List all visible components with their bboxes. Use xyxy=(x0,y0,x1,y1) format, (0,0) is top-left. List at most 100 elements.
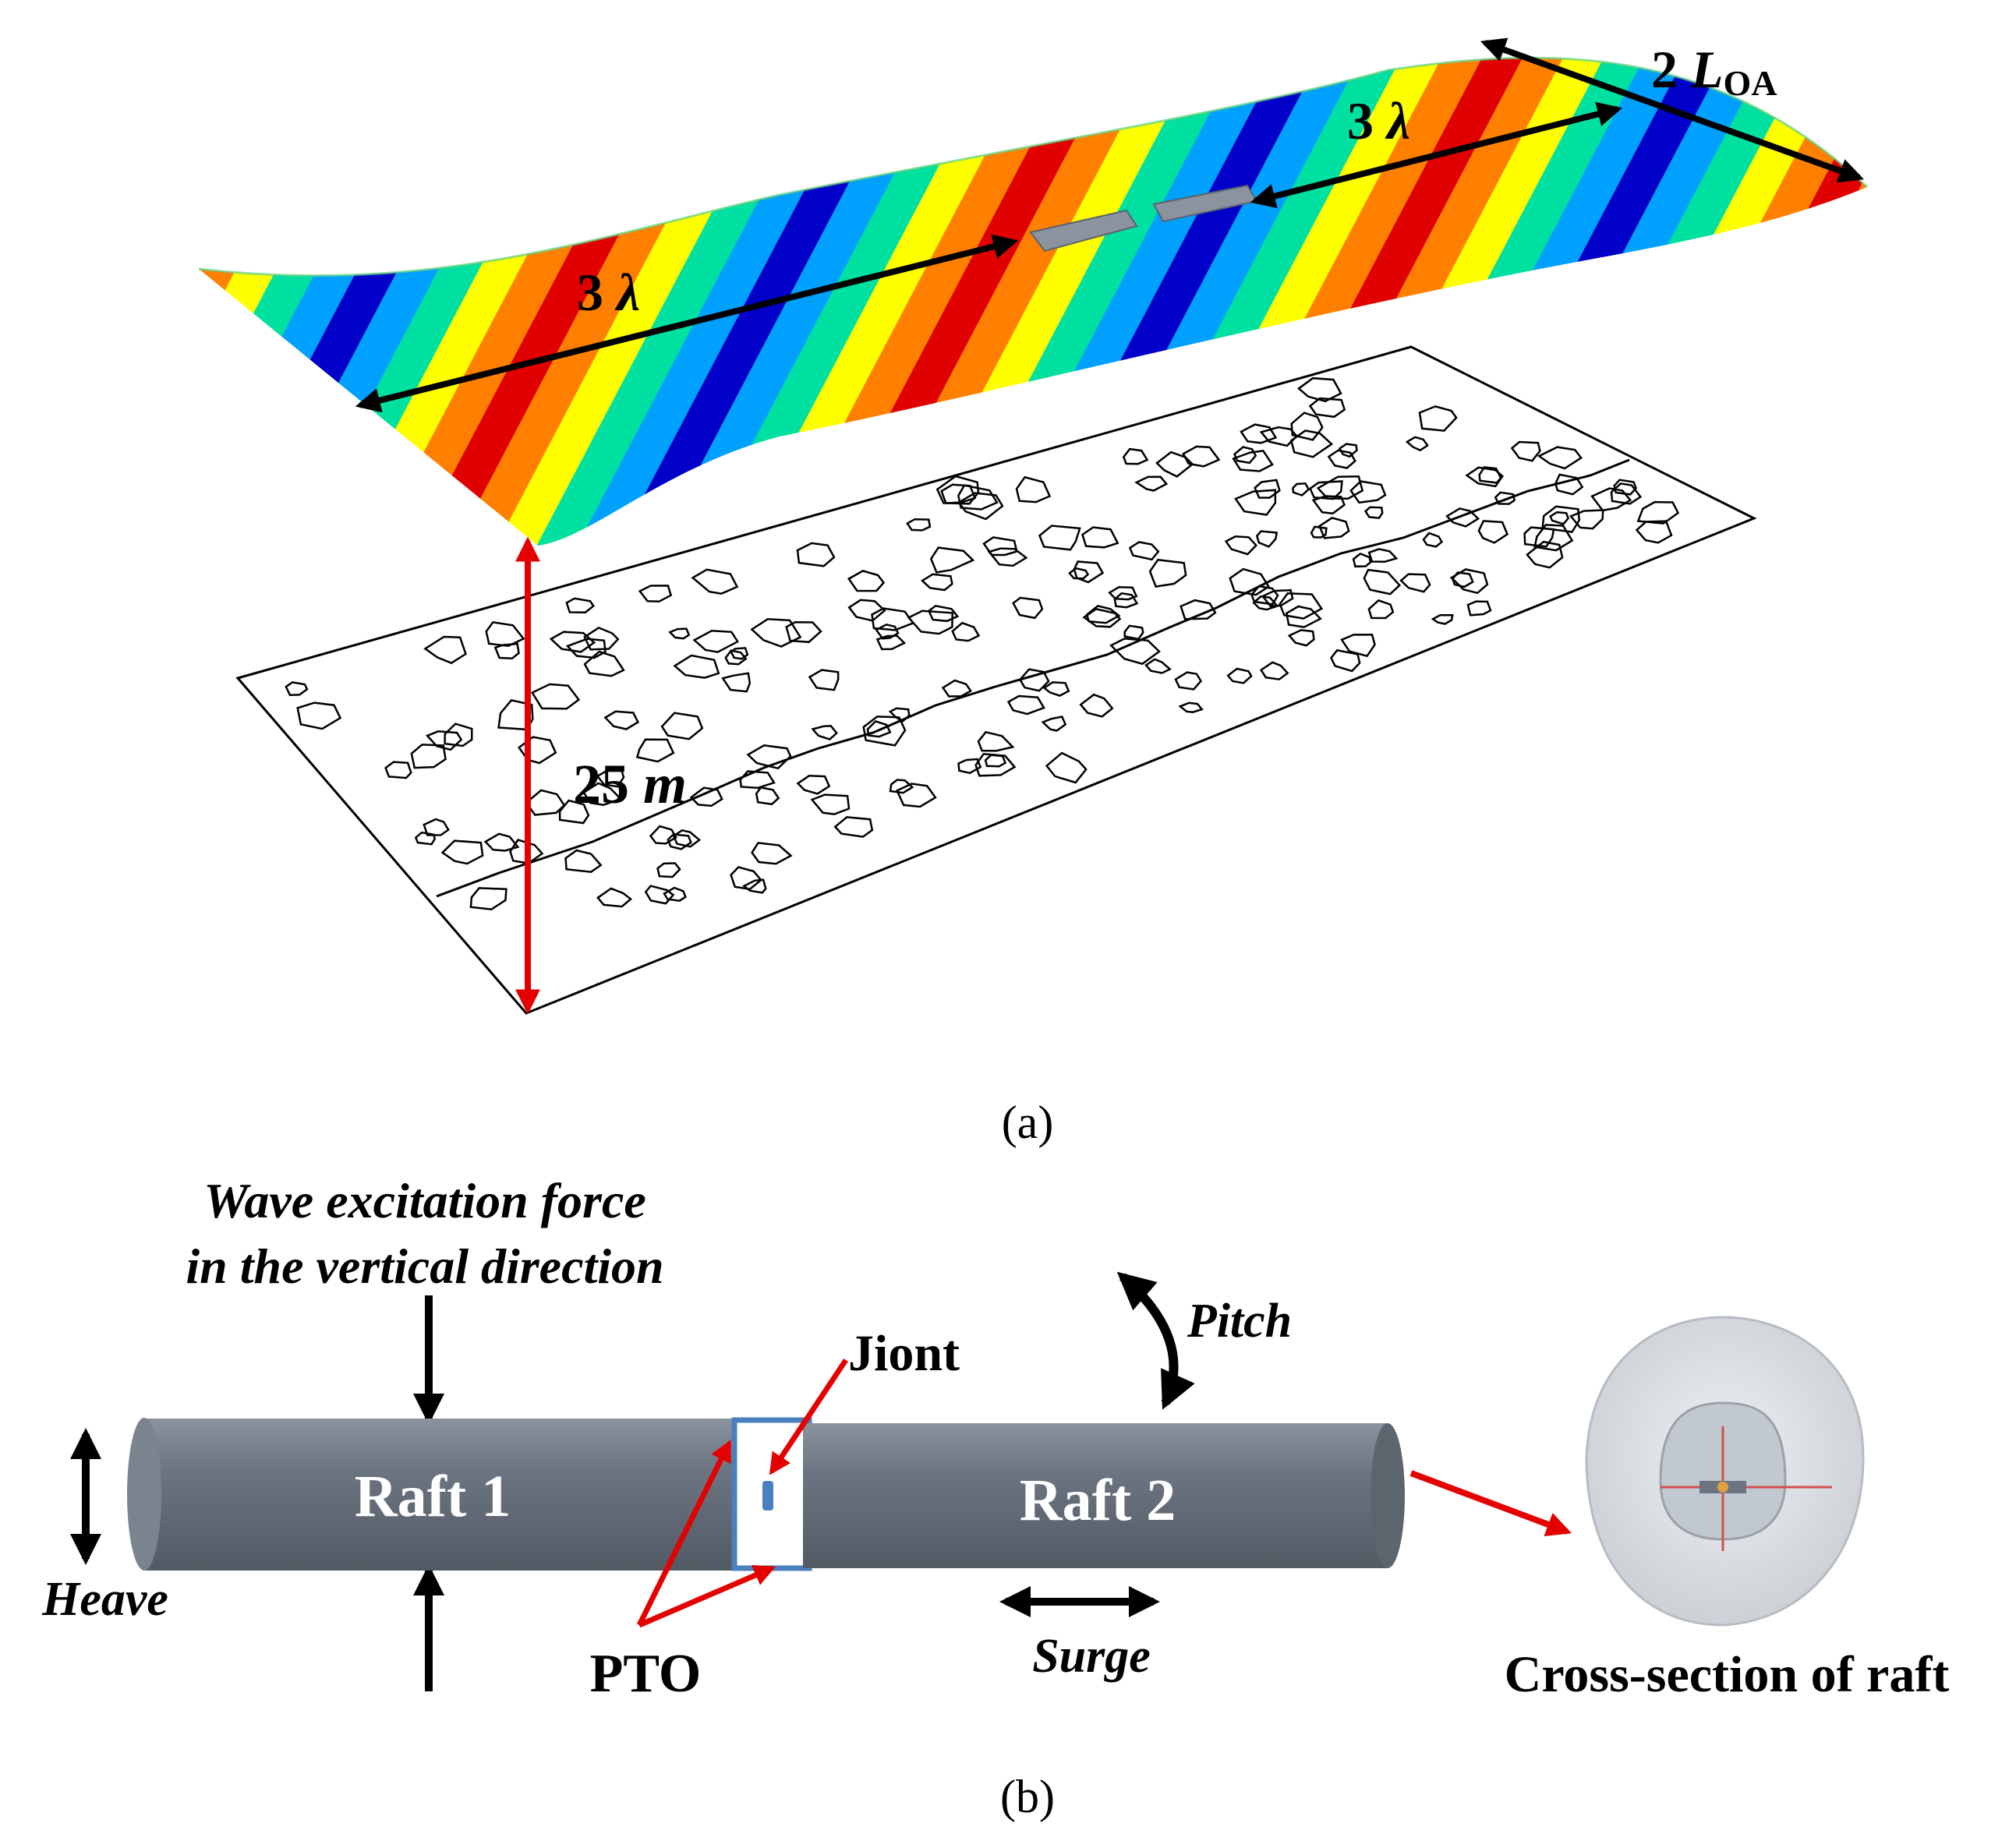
raft-1-body xyxy=(144,1419,737,1571)
seabed-rock xyxy=(875,634,907,651)
seabed-rock xyxy=(1079,693,1114,718)
joint-pin xyxy=(762,1481,773,1511)
dim-label-3lambda-upstream: 3 λ xyxy=(577,263,640,322)
seabed-rock xyxy=(1045,751,1088,784)
seabed-rock xyxy=(1526,540,1564,569)
seabed-rock xyxy=(1309,480,1343,500)
seabed-rock xyxy=(1465,466,1504,488)
seabed-rock xyxy=(750,618,802,648)
seabed-rock xyxy=(896,783,937,808)
seabed-rock xyxy=(1478,466,1502,484)
seabed-rock xyxy=(1422,532,1444,548)
seabed-rock xyxy=(1399,573,1431,593)
seabed-rock xyxy=(1226,667,1253,684)
seabed-rock xyxy=(1636,500,1680,525)
seabed-rock xyxy=(635,738,675,763)
seabed-rock xyxy=(1252,595,1279,611)
seabed-rock xyxy=(660,712,704,740)
seabed-rock xyxy=(673,654,720,679)
seabed-rock xyxy=(469,887,508,910)
seabed-rock xyxy=(583,626,620,651)
cross-section-center xyxy=(1717,1482,1728,1493)
seabed-rock xyxy=(672,829,702,848)
seabed-rock xyxy=(871,607,915,631)
seabed-rock xyxy=(1523,526,1555,548)
seabed-rock xyxy=(721,672,752,693)
seabed-rock xyxy=(1451,571,1474,588)
seabed-rock xyxy=(1330,648,1361,673)
seabed-rock xyxy=(1292,482,1310,496)
seabed-rock xyxy=(1635,520,1673,544)
raft-3d-body-1 xyxy=(1029,209,1138,253)
seabed-rock xyxy=(1569,509,1604,530)
seabed-rock xyxy=(808,669,840,691)
pitch-arrow xyxy=(1116,1271,1195,1410)
raft-1-label: Raft 1 xyxy=(355,1464,511,1529)
seabed-rock xyxy=(1289,429,1334,458)
seabed-rock xyxy=(1367,599,1395,620)
seabed-rock xyxy=(862,716,907,747)
seabed-rock xyxy=(957,758,982,775)
seabed-channel xyxy=(436,458,1630,898)
seabed-rock xyxy=(296,701,342,730)
seabed-rock xyxy=(1042,681,1070,697)
seabed-rock xyxy=(644,885,675,905)
seabed-rock xyxy=(796,775,831,795)
seabed-rock xyxy=(796,542,836,567)
seabed-rock xyxy=(384,761,412,779)
seabed-rock xyxy=(1229,567,1271,596)
seabed-rock xyxy=(1431,613,1454,625)
raft-1-end-cap xyxy=(127,1418,161,1571)
caption-a: (a) xyxy=(1002,1097,1054,1148)
seabed-rock xyxy=(565,597,595,613)
force-label-line2: in the vertical direction xyxy=(186,1238,663,1294)
seabed-rock xyxy=(582,782,623,806)
seabed-rock xyxy=(638,585,673,603)
seabed-rock xyxy=(1073,560,1105,584)
pto-label: PTO xyxy=(590,1644,702,1704)
seabed-rock xyxy=(656,862,681,878)
seabed-rock xyxy=(1310,525,1328,539)
seabed-rock xyxy=(663,886,687,903)
seabed-rock xyxy=(1155,451,1194,478)
seabed-rock xyxy=(1477,520,1509,544)
seabed-rock xyxy=(811,725,839,741)
panel-a: 2 LOA 3 λ 3 λ 25 m (a) xyxy=(0,0,1869,1148)
seabed-rock xyxy=(1015,475,1052,504)
panel-b: Wave excitation force in the vertical di… xyxy=(41,1173,1949,1822)
seabed-rock xyxy=(596,887,633,908)
seabed-rock xyxy=(1418,405,1458,432)
force-label-line1: Wave excitation force xyxy=(203,1173,646,1228)
seabed-rock xyxy=(603,710,640,730)
seabed-rock xyxy=(1041,716,1067,732)
seabed-rock xyxy=(1537,446,1583,470)
seabed-rock xyxy=(1349,480,1387,504)
seabed-rock xyxy=(667,833,692,850)
raft-1: Raft 1 xyxy=(127,1418,737,1571)
seabed-rock xyxy=(1613,479,1637,496)
seabed-rock xyxy=(1308,397,1346,419)
seabed-rock xyxy=(1405,436,1429,452)
heave-label: Heave xyxy=(41,1573,168,1626)
seabed-rock xyxy=(929,546,975,574)
seabed-rock xyxy=(1254,479,1281,499)
seabed-rock xyxy=(1494,491,1516,505)
seabed-rock xyxy=(957,492,1004,521)
seabed-rock xyxy=(564,849,603,873)
seabed-rock xyxy=(425,730,463,751)
seabed-rock xyxy=(1317,517,1350,539)
seabed-rock xyxy=(1233,446,1257,465)
seabed-rock xyxy=(935,475,980,505)
surge-label: Surge xyxy=(1032,1630,1151,1683)
seabed-rock xyxy=(1445,507,1480,528)
seabed-rock xyxy=(785,620,822,644)
seabed-rock xyxy=(1340,634,1376,658)
seabed-rock xyxy=(1449,568,1489,595)
seabed-rock xyxy=(755,786,780,806)
seabed-rock xyxy=(596,768,625,788)
seabed-rock xyxy=(866,719,892,738)
seabed-rock xyxy=(1255,530,1279,548)
seabed-rock xyxy=(1224,535,1258,556)
wave-band xyxy=(0,0,176,624)
seabed-plate xyxy=(235,345,1757,1015)
